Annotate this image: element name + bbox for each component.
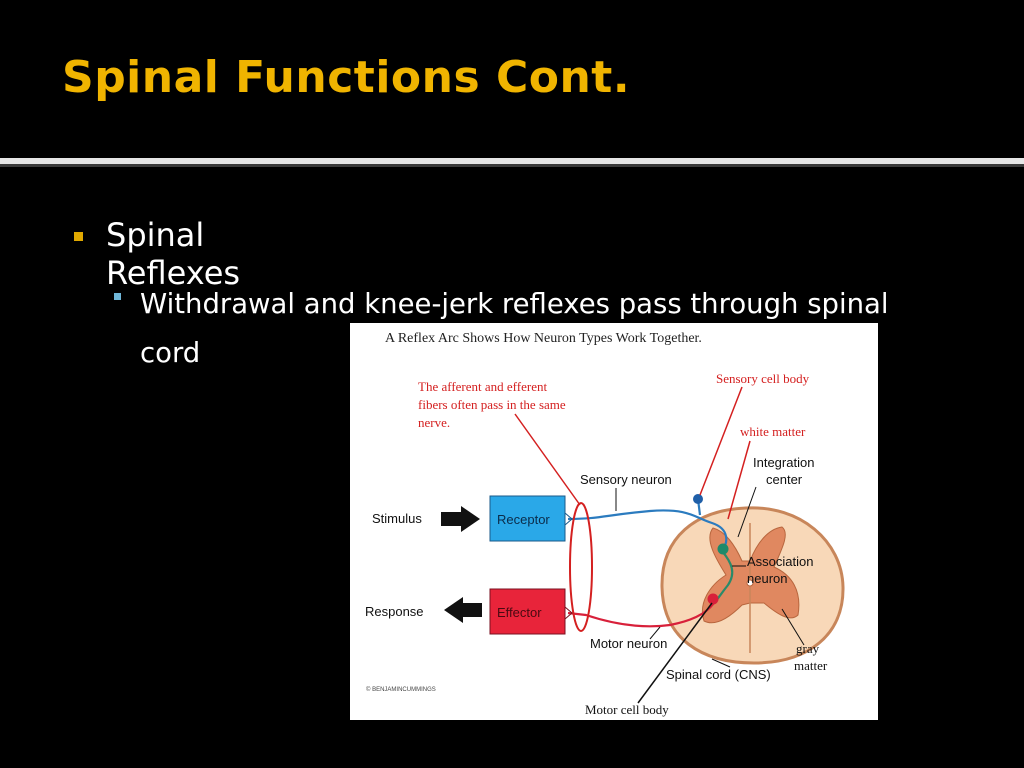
slide-title: Spinal Functions Cont. [62,52,631,103]
white-matter-leader [727,440,751,520]
note-line-3: nerve. [418,415,450,430]
bullet-marker [74,232,83,241]
note-leader-line [514,413,581,506]
diagram-title: A Reflex Arc Shows How Neuron Types Work… [385,331,702,346]
response-arrow-icon [444,597,482,623]
effector-terminal-icon [564,606,573,620]
central-canal-dot [746,579,754,587]
nerve-bundle-ellipse [569,502,593,632]
title-divider [0,158,1024,164]
title-bar: Spinal Functions Cont. [0,0,1024,158]
label-effector: Effector [497,605,542,620]
effector-box [489,588,566,635]
label-response: Response [365,604,424,619]
label-sensory-cell-body: Sensory cell body [716,371,810,386]
label-motor-neuron: Motor neuron [590,636,667,651]
integration-center-leader [737,486,757,538]
sub-bullet-marker [114,293,121,300]
label-gray-matter: gray matter [794,641,828,673]
sensory-cell-body-leader [699,386,743,496]
sub-bullet-withdrawal: Withdrawal and knee-jerk reflexes pass t… [140,288,889,369]
motor-cell-body-leader [637,602,713,704]
note-line-2: fibers often pass in the same [418,397,566,412]
label-motor-cell-body: Motor cell body [585,702,669,717]
label-stimulus: Stimulus [372,511,422,526]
motor-neuron-leader [649,626,661,640]
title-divider-shadow [0,164,1024,167]
note-line-1: The afferent and efferent [418,379,547,394]
label-credit: © BENJAMINCUMMINGS [366,686,436,693]
receptor-box [489,495,566,542]
label-integration-center: Integration center [753,455,818,487]
bullet-spinal-reflexes: Spinal Reflexes [106,216,241,292]
label-receptor: Receptor [497,512,550,527]
label-spinal-cord: Spinal cord (CNS) [666,667,771,682]
spinal-cord-leader [711,658,731,668]
label-sensory-neuron: Sensory neuron [580,472,672,487]
diagram-note: The afferent and efferent fibers often p… [418,379,569,430]
label-white-matter: white matter [740,424,806,439]
sensory-cell-body-dot [693,494,703,504]
motor-cell-body-dot [707,593,719,605]
receptor-terminal-icon [564,512,573,526]
label-association-neuron: Association neuron [747,554,817,586]
reflex-arc-diagram: A Reflex Arc Shows How Neuron Types Work… [350,323,878,720]
association-neuron-dot [717,543,729,555]
stimulus-arrow-icon [441,506,480,532]
motor-fiber [567,602,715,628]
reflex-arc-svg: A Reflex Arc Shows How Neuron Types Work… [365,331,845,717]
gray-matter-leader [781,608,805,646]
sensory-fiber [567,509,728,552]
